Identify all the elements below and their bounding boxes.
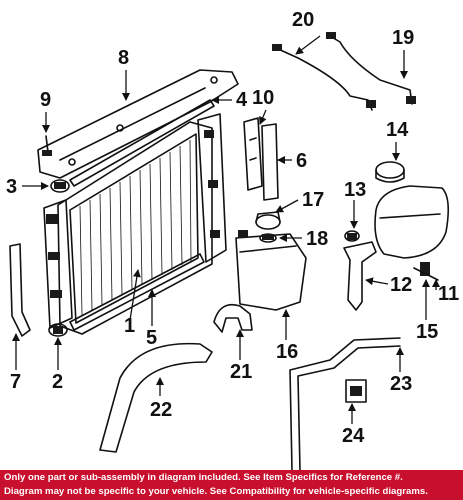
callout-7: 7 <box>10 371 21 393</box>
callout-14: 14 <box>386 119 409 141</box>
callout-5: 5 <box>146 327 157 349</box>
heater-hose <box>289 337 401 470</box>
lower-seal <box>69 253 205 331</box>
side-seal <box>9 243 31 337</box>
hose-clip <box>345 379 367 403</box>
callout-10: 10 <box>252 87 274 109</box>
radiator-upper-shroud <box>37 69 239 179</box>
radiator <box>43 113 227 335</box>
callout-20: 20 <box>292 9 314 31</box>
upper-seal <box>69 99 215 187</box>
drain-plug <box>48 323 68 337</box>
callout-12: 12 <box>390 274 412 296</box>
cap-seal <box>259 233 277 243</box>
vent-hose-19 <box>329 35 413 105</box>
callout-24: 24 <box>342 425 365 447</box>
vent-hose-20 <box>275 47 373 111</box>
reservoir-cap <box>375 161 405 183</box>
shroud-bracket <box>243 117 263 191</box>
leader-lines <box>12 35 440 424</box>
callout-6: 6 <box>296 150 307 172</box>
hose-21 <box>213 303 253 333</box>
callout-19: 19 <box>392 27 414 49</box>
callout-1: 1 <box>124 315 135 337</box>
callout-15: 15 <box>416 321 438 343</box>
disclaimer-line-1: Only one part or sub-assembly in diagram… <box>4 472 403 483</box>
callout-16: 16 <box>276 341 298 363</box>
callout-17: 17 <box>302 189 324 211</box>
lower-radiator-hose <box>99 342 213 453</box>
bolt <box>42 135 52 156</box>
reservoir-bracket <box>343 241 377 311</box>
callout-4: 4 <box>236 89 248 111</box>
callout-13: 13 <box>344 179 366 201</box>
disclaimer-line-2: Diagram may not be specific to your vehi… <box>4 486 428 497</box>
expansion-tank <box>235 230 307 311</box>
cooling-system-diagram: 1 2 3 4 5 6 7 8 9 10 11 12 13 14 15 16 1… <box>6 9 459 470</box>
callout-8: 8 <box>118 47 129 69</box>
callout-2: 2 <box>52 371 63 393</box>
radiator-cap <box>50 179 70 193</box>
callout-18: 18 <box>306 228 328 250</box>
callout-22: 22 <box>150 399 172 421</box>
disclaimer-banner: Only one part or sub-assembly in diagram… <box>0 470 463 500</box>
callout-9: 9 <box>40 89 51 111</box>
air-seal <box>261 123 279 201</box>
hose-fitting <box>344 230 360 242</box>
callout-11: 11 <box>438 283 459 305</box>
callout-3: 3 <box>6 176 17 198</box>
callout-21: 21 <box>230 361 252 383</box>
hose-clamp <box>413 262 439 281</box>
coolant-reservoir <box>374 185 450 259</box>
expansion-tank-cap <box>255 211 281 230</box>
callout-23: 23 <box>390 373 412 395</box>
